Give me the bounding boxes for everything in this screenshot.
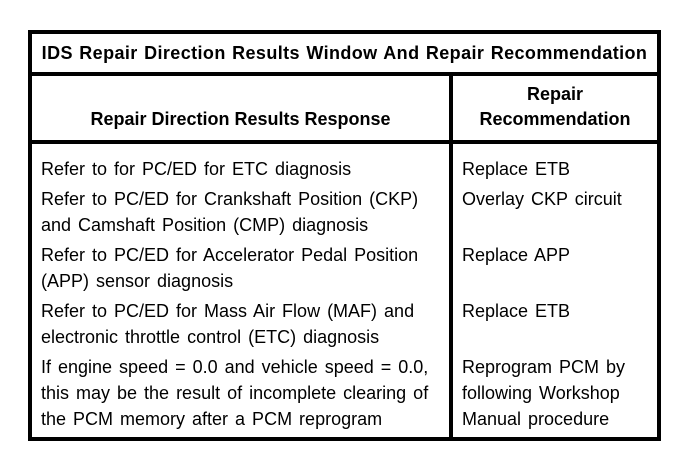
response-cell: Refer to for PC/ED for ETC diagnosis	[41, 159, 352, 179]
response-cell: If engine speed = 0.0 and vehicle speed …	[41, 357, 429, 429]
recommendation-cell: Reprogram PCM by following Workshop Manu…	[462, 357, 626, 429]
header-recommendation-column: Repair Recommendation	[479, 84, 631, 129]
ids-repair-table: IDS Repair Direction Results Window And …	[28, 30, 661, 441]
response-cell: Refer to PC/ED for Mass Air Flow (MAF) a…	[41, 301, 415, 347]
table-row: Refer to for PC/ED for ETC diagnosis Rep…	[32, 156, 657, 182]
recommendation-cell: Replace ETB	[462, 301, 571, 321]
recommendation-cell: Overlay CKP circuit	[462, 189, 622, 209]
recommendation-cell: Replace ETB	[462, 159, 571, 179]
response-cell: Refer to PC/ED for Crankshaft Position (…	[41, 189, 419, 235]
response-cell: Refer to PC/ED for Accelerator Pedal Pos…	[41, 245, 419, 291]
table-title: IDS Repair Direction Results Window And …	[32, 34, 657, 76]
recommendation-cell: Replace APP	[462, 245, 571, 265]
column-divider	[449, 144, 453, 437]
table-row: Refer to PC/ED for Crankshaft Position (…	[32, 186, 657, 238]
table-row: Refer to PC/ED for Accelerator Pedal Pos…	[32, 242, 657, 294]
table-header-row: Repair Direction Results Response Repair…	[32, 76, 657, 144]
table-row: Refer to PC/ED for Mass Air Flow (MAF) a…	[32, 298, 657, 350]
table-body: Refer to for PC/ED for ETC diagnosis Rep…	[32, 144, 657, 437]
header-response-column: Repair Direction Results Response	[32, 76, 453, 140]
table-row: If engine speed = 0.0 and vehicle speed …	[32, 354, 657, 432]
